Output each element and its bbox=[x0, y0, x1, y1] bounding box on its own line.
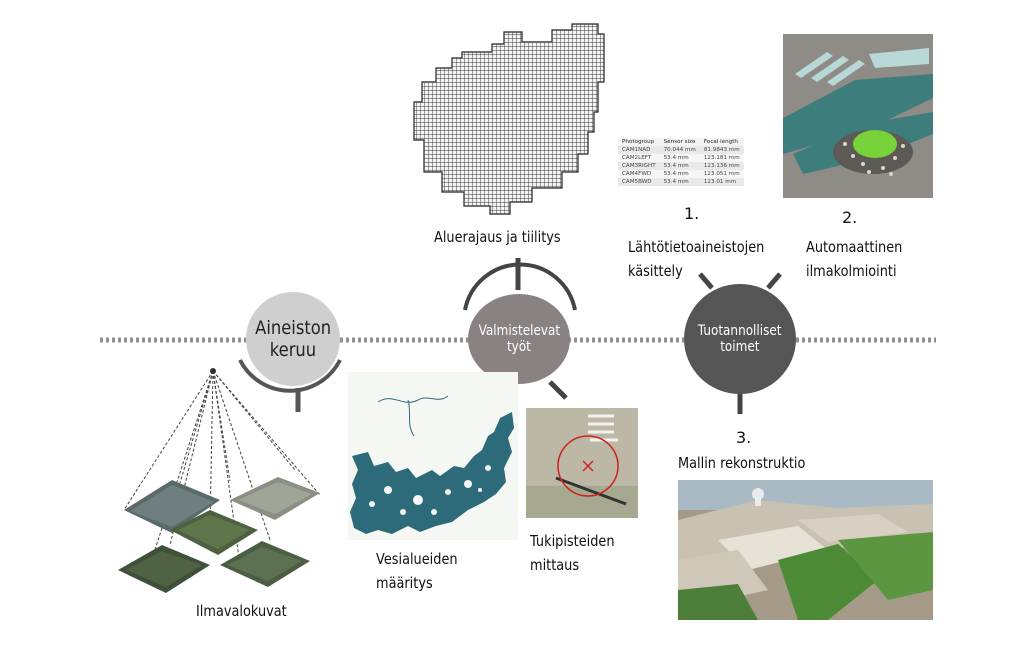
table-cell: CAM4FWD bbox=[618, 170, 660, 178]
table-cell: 70.044 mm bbox=[659, 146, 700, 154]
table-row: CAM1NAD 70.044 mm 81.9843 mm bbox=[618, 146, 744, 154]
stage1-connector bbox=[238, 359, 342, 412]
water-areas-map bbox=[348, 372, 518, 540]
stage3-connector bbox=[698, 272, 782, 414]
table-cell: 123.136 mm bbox=[699, 162, 744, 170]
table-header: Photogroup bbox=[618, 138, 660, 146]
table-cell: 53.4 mm bbox=[659, 170, 700, 178]
stage-aineiston-keruu: Aineiston keruu bbox=[246, 292, 340, 386]
table-cell: 81.9843 mm bbox=[699, 146, 744, 154]
table-cell: 123.181 mm bbox=[699, 154, 744, 162]
label-vesialueet-1: Vesialueiden bbox=[376, 550, 458, 568]
table-cell: 123.01 mm bbox=[699, 178, 744, 186]
stage1-line2: keruu bbox=[269, 339, 317, 361]
label-tukipisteet-2: mittaus bbox=[530, 556, 580, 574]
stage2-line2: työt bbox=[507, 339, 531, 355]
table-row: CAM3RIGHT 53.4 mm 123.136 mm bbox=[618, 162, 744, 170]
table-row: CAM5BWD 53.4 mm 123.01 mm bbox=[618, 178, 744, 186]
table-cell: 53.4 mm bbox=[659, 178, 700, 186]
label-tukipisteet-1: Tukipisteiden bbox=[530, 532, 615, 550]
label-vesialueet-2: määritys bbox=[376, 574, 433, 592]
table-row: CAM2LEFT 53.4 mm 123.181 mm bbox=[618, 154, 744, 162]
stage3-line1: Tuotannolliset bbox=[698, 323, 782, 339]
label-ilmavalokuvat: Ilmavalokuvat bbox=[196, 602, 287, 620]
table-cell: CAM1NAD bbox=[618, 146, 660, 154]
table-row: CAM4FWD 53.4 mm 123.051 mm bbox=[618, 170, 744, 178]
step1-number: 1. bbox=[684, 204, 700, 223]
label-step3: Mallin rekonstruktio bbox=[678, 454, 806, 472]
label-step2-1: Automaattinen bbox=[806, 238, 903, 256]
table-cell: CAM3RIGHT bbox=[618, 162, 660, 170]
table-cell: 53.4 mm bbox=[659, 162, 700, 170]
stage2-line1: Valmistelevat bbox=[478, 323, 560, 339]
table-cell: 53.4 mm bbox=[659, 154, 700, 162]
stage-tuotannolliset-toimet: Tuotannolliset toimet bbox=[684, 284, 796, 394]
table-cell: CAM2LEFT bbox=[618, 154, 660, 162]
city-model-render bbox=[678, 480, 933, 620]
aerial-photo-pyramid bbox=[118, 368, 321, 593]
ground-control-point-photo bbox=[526, 408, 638, 518]
tiling-grid-map bbox=[413, 23, 605, 215]
table-cell: 123.051 mm bbox=[699, 170, 744, 178]
step3-number: 3. bbox=[736, 428, 752, 447]
table-header: Focal length bbox=[699, 138, 744, 146]
stage1-line1: Aineiston bbox=[255, 317, 331, 339]
step2-number: 2. bbox=[842, 208, 858, 227]
stage3-line2: toimet bbox=[720, 339, 760, 355]
label-step2-2: ilmakolmiointi bbox=[806, 262, 897, 280]
label-step1-2: käsittely bbox=[628, 262, 683, 280]
photogroup-table: Photogroup Sensor size Focal length CAM1… bbox=[618, 138, 760, 186]
aerial-triangulation-view bbox=[783, 34, 933, 198]
table-header: Sensor size bbox=[659, 138, 700, 146]
table-cell: CAM5BWD bbox=[618, 178, 660, 186]
label-step1-1: Lähtötietoaineistojen bbox=[628, 238, 765, 256]
label-aluerajaus: Aluerajaus ja tiilitys bbox=[434, 228, 561, 246]
stage-valmistelevat-tyot: Valmistelevat työt bbox=[468, 294, 570, 384]
